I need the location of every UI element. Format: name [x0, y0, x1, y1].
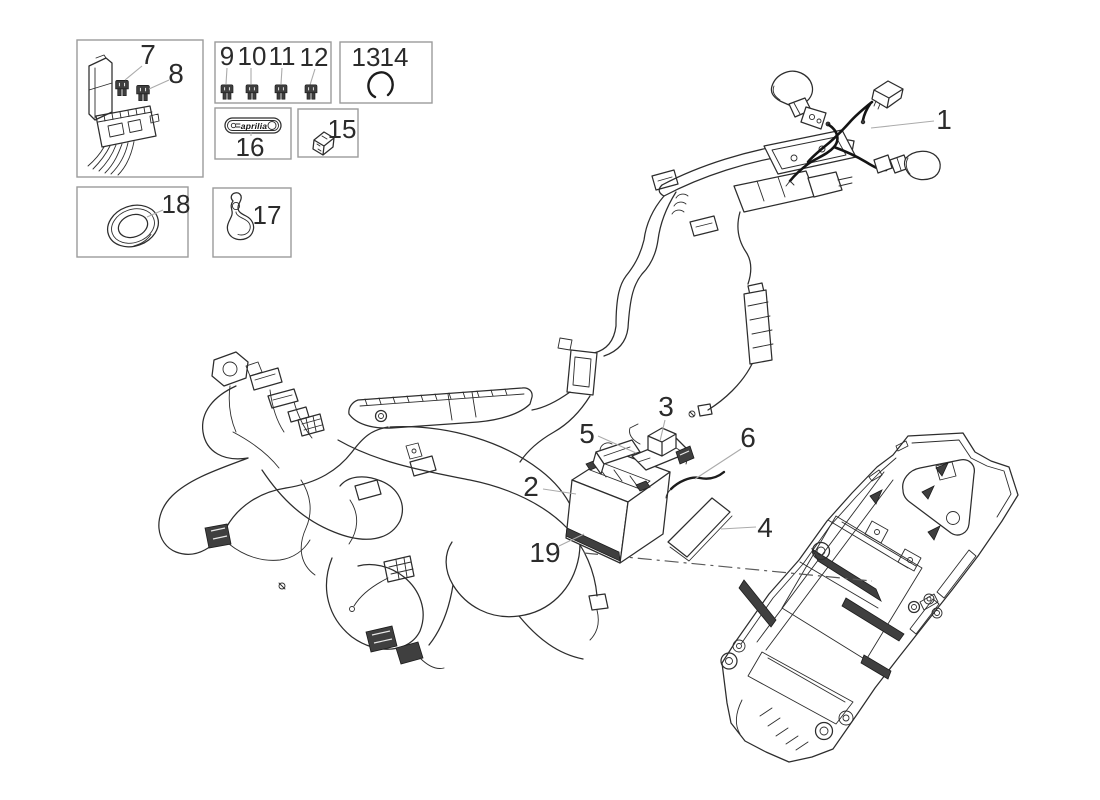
callout-12: 12	[300, 42, 329, 72]
inset-relay: 15	[297, 108, 359, 158]
inset-clip: 17	[212, 187, 292, 258]
wire-loop	[367, 71, 394, 99]
relay-bracket	[629, 423, 695, 471]
callout-9: 9	[220, 41, 234, 71]
leader-19	[558, 533, 585, 547]
leader-1	[870, 120, 935, 129]
callout-19: 19	[529, 537, 560, 568]
front-harness-assembly: 1	[593, 70, 952, 418]
inset-box-tag	[214, 107, 292, 160]
leader-8	[148, 79, 170, 90]
turn-signal-right	[873, 150, 941, 181]
fuse-8	[136, 85, 150, 101]
callout-8: 8	[168, 58, 184, 89]
callout-10: 10	[238, 41, 267, 71]
callout-17: 17	[253, 200, 282, 230]
connector-dark-left	[204, 523, 232, 549]
subframe-wedge2	[841, 597, 905, 642]
callout-15: 15	[328, 114, 357, 144]
tag-ring	[267, 121, 277, 130]
inset-box-wire-loop	[339, 41, 433, 104]
grommet-ring	[107, 204, 159, 248]
callout-5: 5	[579, 418, 595, 449]
connector-dark-bottom2	[395, 641, 424, 665]
inset-box-relay	[297, 108, 359, 158]
callout-4: 4	[757, 512, 773, 543]
callout-16: 16	[236, 132, 265, 162]
inset-aprilia-tag: aprilia 16	[214, 107, 292, 162]
callout-18: 18	[162, 189, 191, 219]
inset-box-grommet	[76, 186, 189, 258]
adhesive-pad	[667, 497, 731, 558]
leader-2	[542, 488, 577, 495]
inset-box-fuses	[214, 41, 332, 104]
tag-clasp	[230, 122, 237, 129]
leader-5	[597, 435, 637, 454]
inset-box-fusebox	[76, 39, 204, 178]
callout-3: 3	[658, 391, 674, 422]
inset-fusebox: 7 8	[76, 39, 204, 178]
callout-1: 1	[936, 104, 952, 135]
jumper-wire	[669, 470, 726, 491]
callout-6: 6	[740, 422, 756, 453]
fuse-12	[304, 84, 318, 100]
callout-7: 7	[140, 39, 156, 70]
leader-3	[659, 419, 666, 442]
centerline-dashdot	[583, 552, 873, 582]
fuse-11	[274, 84, 288, 100]
fuse-7	[115, 80, 129, 96]
callout-13: 13	[352, 42, 381, 72]
inset-box-clip	[212, 187, 292, 258]
main-wiring-harness	[158, 337, 609, 669]
leader-6	[694, 448, 742, 480]
subframe-wedge1	[811, 547, 882, 603]
fuse-9	[220, 84, 234, 100]
relay-small	[592, 439, 651, 475]
cable-clip	[226, 192, 255, 241]
leader-7	[124, 65, 143, 81]
aprilia-logo-text: aprilia	[241, 121, 268, 131]
signal-wire-right	[806, 100, 874, 164]
callout-11: 11	[269, 41, 296, 71]
callout-2: 2	[523, 471, 539, 502]
inset-wire-loop: 13 14	[339, 41, 433, 104]
subframe-fasteners	[907, 593, 943, 619]
leader-4	[720, 526, 757, 530]
inset-grommet: 18	[76, 186, 191, 258]
subframe-washers	[720, 541, 854, 741]
callout-14: 14	[380, 42, 409, 72]
connector-dark-bottom1	[365, 625, 398, 653]
leader-18	[146, 209, 164, 218]
turn-signal-left	[770, 70, 831, 130]
battery-group: 2 3 5 6 4 19	[523, 391, 773, 568]
fuse-10	[245, 84, 259, 100]
rear-subframe	[720, 432, 1019, 763]
harness-connector	[871, 80, 904, 110]
inset-fuses: 9 10 11 12	[214, 41, 332, 104]
